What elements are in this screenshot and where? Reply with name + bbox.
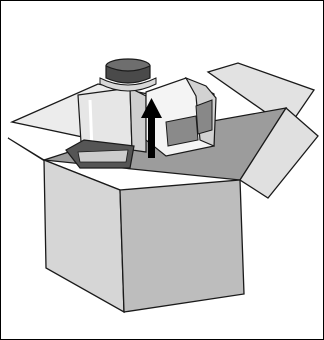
tank-lid: [100, 59, 156, 91]
box-side-face: [120, 180, 244, 312]
